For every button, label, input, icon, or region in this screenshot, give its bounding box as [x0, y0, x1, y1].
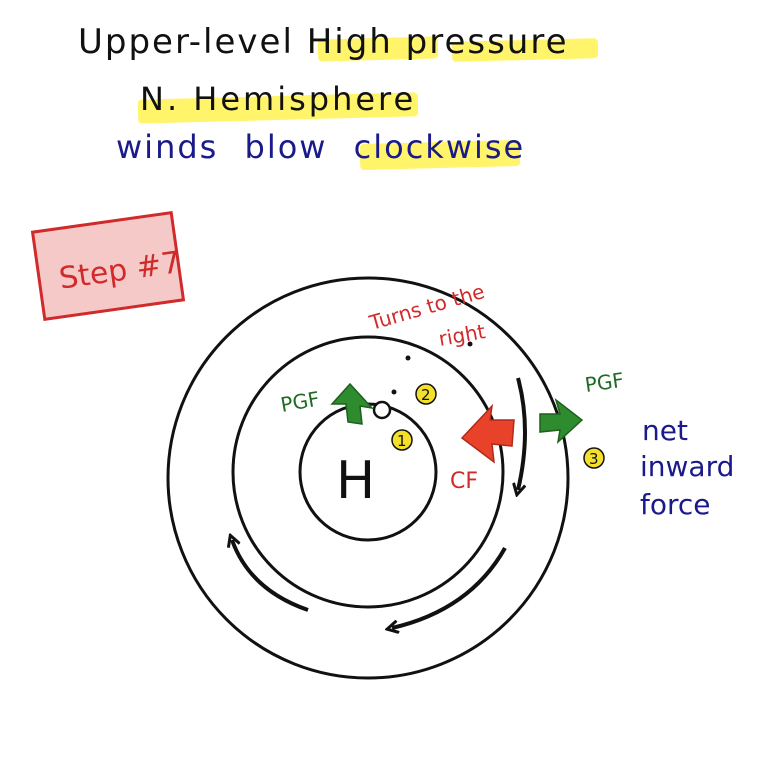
marker-3: 3 [583, 447, 605, 469]
title-line-1: Upper-level High pressure [78, 22, 569, 62]
pgf-label-left: PGF [279, 387, 322, 417]
turn-note-line-2: right [437, 319, 488, 351]
wind-arrow-east [518, 377, 527, 490]
cf-arrow [460, 403, 515, 464]
center-high-label: H [336, 451, 375, 511]
marker-1: 1 [391, 429, 413, 451]
net-force-line-2: inward [640, 450, 734, 483]
net-force-line-3: force [640, 488, 711, 521]
marker-2-label: 2 [421, 386, 431, 404]
middle-contour [231, 335, 505, 609]
wind-arrow-south [392, 547, 507, 628]
turning-path-dots [391, 341, 473, 395]
wind-arrow-west [232, 540, 309, 612]
marker-3-label: 3 [589, 450, 599, 468]
outer-contour [166, 276, 570, 680]
pgf-arrow-right [539, 398, 584, 445]
step-badge: Step #7 [30, 210, 186, 322]
title-line-2: N. Hemisphere [140, 80, 417, 118]
marker-1-label: 1 [397, 432, 407, 450]
pgf-label-right: PGF [583, 368, 625, 397]
pgf-arrow-left [330, 382, 375, 425]
title-line-3: winds blow clockwise [116, 128, 526, 166]
cf-label: CF [450, 469, 478, 494]
net-force-line-1: net [642, 414, 688, 447]
air-parcel [372, 400, 392, 420]
marker-2: 2 [415, 383, 437, 405]
